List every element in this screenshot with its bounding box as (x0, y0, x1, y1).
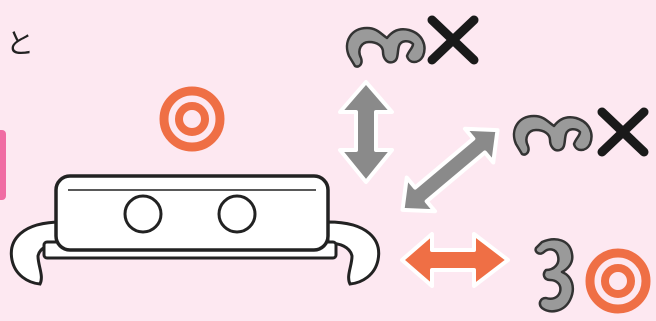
correct-mark-top (159, 86, 225, 152)
vertical-arrow (338, 80, 394, 184)
device-housing (54, 174, 330, 252)
device-body (9, 174, 381, 286)
horizontal-arrow (400, 232, 510, 288)
partial-heading-char: と (6, 27, 35, 60)
hook-clip-icon-middle (512, 114, 593, 156)
hook-clip-icon-bottom (534, 238, 574, 313)
hook-clip-icon-top (345, 26, 426, 68)
pink-tab (0, 130, 6, 200)
right-band (326, 220, 381, 286)
cross-icon-top (427, 15, 479, 65)
cross-icon-middle (597, 107, 649, 157)
correct-mark-bottom (585, 248, 651, 314)
device-button-left (123, 194, 163, 234)
device-button-right (217, 194, 257, 234)
diagonal-arrow (400, 126, 500, 214)
